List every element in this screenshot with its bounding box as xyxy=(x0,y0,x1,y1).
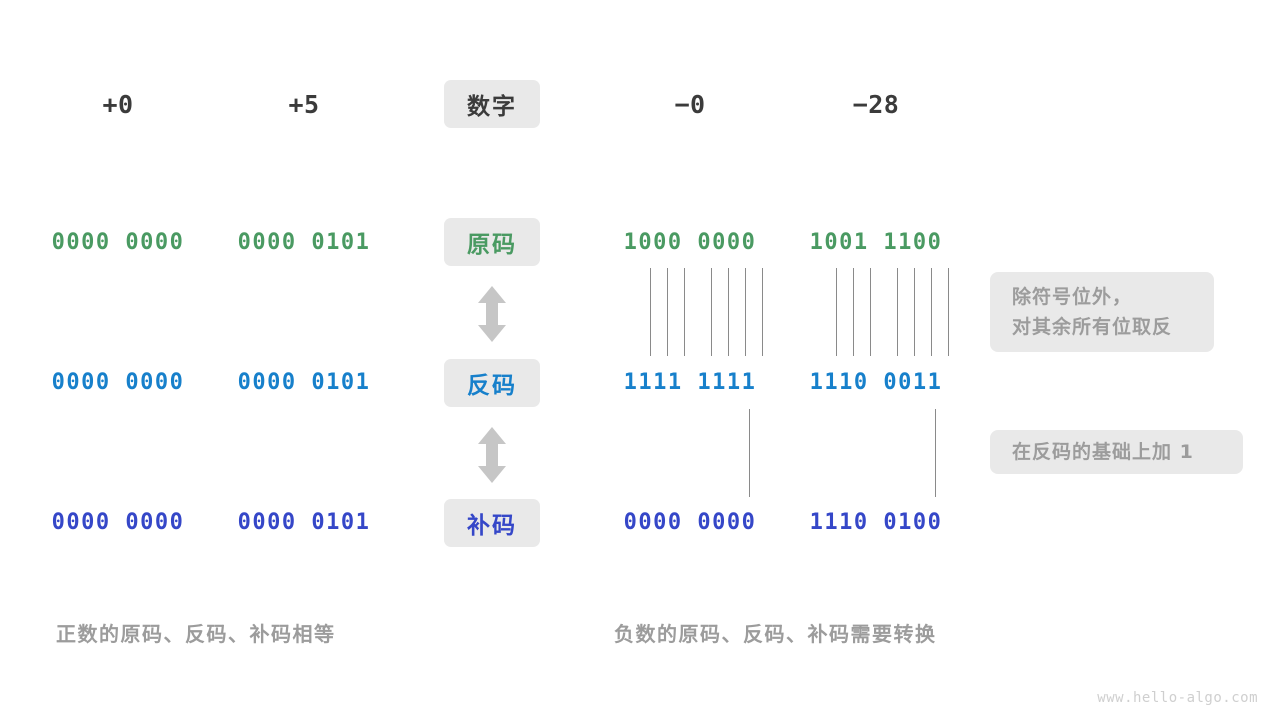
row-label-badge-number-text: 数字 xyxy=(467,94,517,120)
annotation-invert-note-line-2: 对其余所有位取反 xyxy=(1012,316,1173,338)
annotation-plus-one-note-line-1: 在反码的基础上加 1 xyxy=(1012,441,1194,463)
connector-line-invert-a2 xyxy=(667,268,668,356)
row-label-badge-ones-complement-text: 反码 xyxy=(467,373,517,399)
connector-line-invert-a5 xyxy=(728,268,729,356)
watermark: www.hello-algo.com xyxy=(1097,690,1258,706)
bits-sign-magnitude-minus-zero: 1000 0000 xyxy=(623,229,757,255)
bits-twos-complement-plus-zero: 0000 0000 xyxy=(51,509,185,535)
bits-ones-complement-minus-zero: 1111 1111 xyxy=(623,369,757,395)
connector-line-plusone-b xyxy=(935,409,936,497)
header-value-minus-zero: −0 xyxy=(674,89,706,119)
connector-line-invert-b6 xyxy=(931,268,932,356)
bits-ones-complement-minus-twentyeight: 1110 0011 xyxy=(809,369,943,395)
double-arrow-icon-lower xyxy=(475,427,509,483)
annotation-invert-note: 除符号位外， 对其余所有位取反 xyxy=(990,272,1214,352)
connector-line-plusone-a xyxy=(749,409,750,497)
connector-line-invert-b2 xyxy=(853,268,854,356)
bits-twos-complement-minus-twentyeight: 1110 0100 xyxy=(809,509,943,535)
annotation-invert-note-line-1: 除符号位外， xyxy=(1012,286,1133,308)
connector-line-invert-b1 xyxy=(836,268,837,356)
bits-ones-complement-plus-five: 0000 0101 xyxy=(237,369,371,395)
annotation-plus-one-note: 在反码的基础上加 1 xyxy=(990,430,1243,474)
header-value-plus-five: +5 xyxy=(288,89,320,119)
row-label-badge-number: 数字 xyxy=(444,80,540,128)
caption-negative: 负数的原码、反码、补码需要转换 xyxy=(614,622,937,646)
connector-line-invert-b4 xyxy=(897,268,898,356)
double-arrow-icon-upper xyxy=(475,286,509,342)
row-label-badge-twos-complement-text: 补码 xyxy=(467,513,517,539)
header-value-plus-zero: +0 xyxy=(102,89,134,119)
connector-line-invert-a3 xyxy=(684,268,685,356)
connector-line-invert-a4 xyxy=(711,268,712,356)
row-label-badge-sign-magnitude-text: 原码 xyxy=(467,232,517,258)
bits-twos-complement-minus-zero: 0000 0000 xyxy=(623,509,757,535)
connector-line-invert-b3 xyxy=(870,268,871,356)
row-label-badge-sign-magnitude: 原码 xyxy=(444,218,540,266)
connector-line-invert-a7 xyxy=(762,268,763,356)
bits-sign-magnitude-plus-five: 0000 0101 xyxy=(237,229,371,255)
connector-line-invert-b7 xyxy=(948,268,949,356)
row-label-badge-ones-complement: 反码 xyxy=(444,359,540,407)
bits-ones-complement-plus-zero: 0000 0000 xyxy=(51,369,185,395)
connector-line-invert-a6 xyxy=(745,268,746,356)
row-label-badge-twos-complement: 补码 xyxy=(444,499,540,547)
bits-sign-magnitude-plus-zero: 0000 0000 xyxy=(51,229,185,255)
connector-line-invert-b5 xyxy=(914,268,915,356)
connector-line-invert-a1 xyxy=(650,268,651,356)
header-value-minus-twentyeight: −28 xyxy=(852,89,900,119)
bits-sign-magnitude-minus-twentyeight: 1001 1100 xyxy=(809,229,943,255)
caption-positive: 正数的原码、反码、补码相等 xyxy=(56,622,336,646)
bits-twos-complement-plus-five: 0000 0101 xyxy=(237,509,371,535)
